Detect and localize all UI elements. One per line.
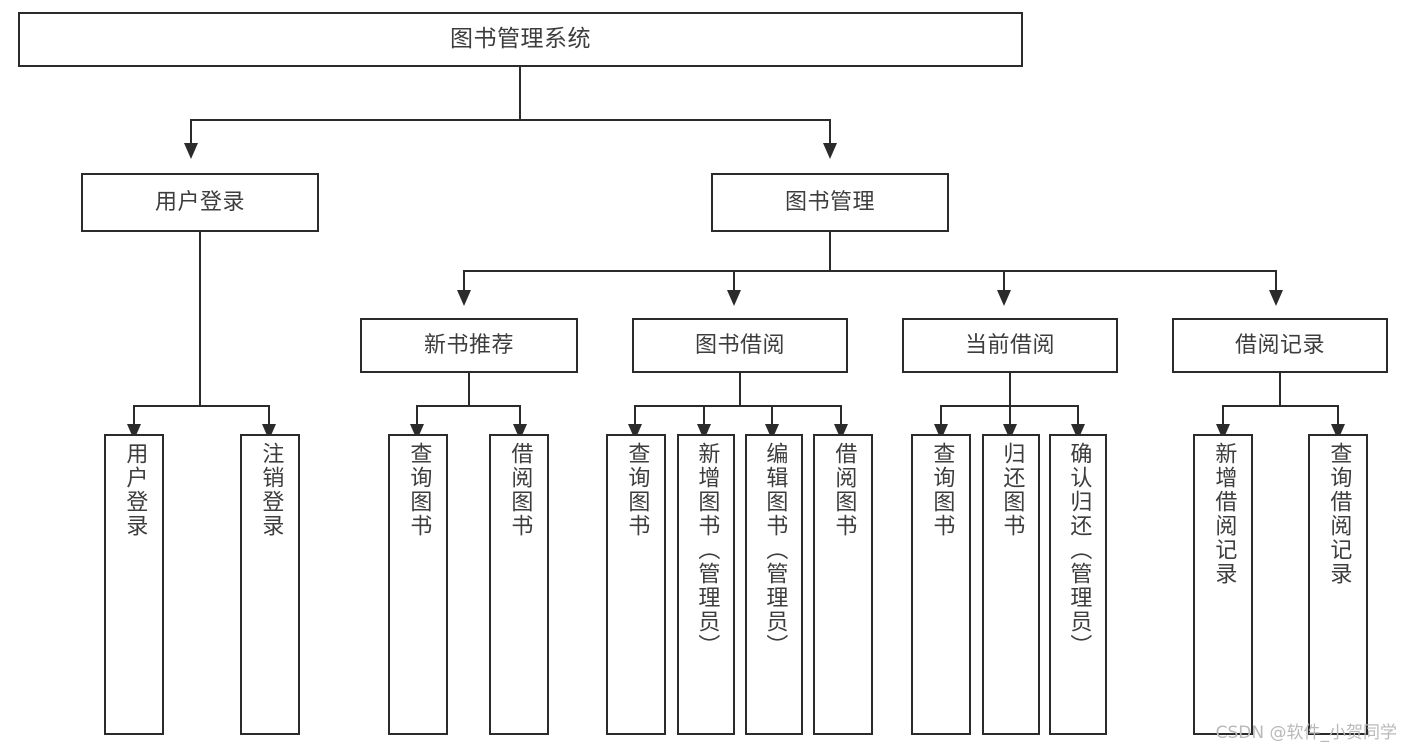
leaf-borrow-book-borrow[interactable]: 借阅图书 xyxy=(813,434,873,735)
leaf-query-borrow-record[interactable]: 查询借阅记录 xyxy=(1308,434,1368,735)
connector-root-stem xyxy=(519,67,521,120)
leaf-add-book-admin[interactable]: 新增图书（管理员） xyxy=(677,434,735,735)
node-current-borrow-label: 当前借阅 xyxy=(964,332,1055,358)
connector-l3-drop-1 xyxy=(463,270,465,294)
connector-user-login-drop-1 xyxy=(133,405,135,428)
leaf-borrow-book-recommend-label: 借阅图书 xyxy=(507,442,533,538)
node-book-management-label: 图书管理 xyxy=(784,189,875,215)
leaf-confirm-return-admin-label: 确认归还（管理员） xyxy=(1066,442,1092,658)
connector-new-book-drop-2 xyxy=(519,405,521,428)
connector-current-borrow-stem xyxy=(1009,373,1011,406)
node-root[interactable]: 图书管理系统 xyxy=(18,12,1023,67)
node-root-label: 图书管理系统 xyxy=(450,26,591,53)
connector-book-borrow-stem xyxy=(739,373,741,406)
connector-l3-drop-4 xyxy=(1275,270,1277,294)
connector-current-borrow-drop-2 xyxy=(1009,405,1011,428)
leaf-user-login-label: 用户登录 xyxy=(122,442,148,538)
connector-root-drop-right xyxy=(829,119,831,145)
connector-book-management-bus xyxy=(463,270,1277,272)
leaf-return-book-label: 归还图书 xyxy=(999,442,1025,538)
connector-book-borrow-drop-1 xyxy=(634,405,636,428)
node-new-book-recommend-label: 新书推荐 xyxy=(423,332,514,358)
connector-user-login-stem xyxy=(199,232,201,406)
connector-current-borrow-drop-3 xyxy=(1077,405,1079,428)
connector-book-borrow-drop-2 xyxy=(703,405,705,428)
leaf-query-book-recommend-label: 查询图书 xyxy=(406,442,432,538)
leaf-edit-book-admin[interactable]: 编辑图书（管理员） xyxy=(745,434,803,735)
leaf-query-book-current-label: 查询图书 xyxy=(929,442,955,538)
connector-new-book-stem xyxy=(468,373,470,406)
leaf-query-book-borrow[interactable]: 查询图书 xyxy=(606,434,666,735)
connector-borrow-record-bus xyxy=(1222,405,1339,407)
leaf-logout-label: 注销登录 xyxy=(258,442,284,538)
leaf-query-book-recommend[interactable]: 查询图书 xyxy=(388,434,448,735)
connector-book-borrow-drop-3 xyxy=(771,405,773,428)
node-borrow-record[interactable]: 借阅记录 xyxy=(1172,318,1388,373)
node-new-book-recommend[interactable]: 新书推荐 xyxy=(360,318,578,373)
arrowhead-to-new-book xyxy=(457,290,471,306)
arrowhead-to-user-login xyxy=(184,143,198,159)
arrowhead-to-book-manage xyxy=(823,143,837,159)
connector-book-borrow-bus xyxy=(634,405,842,407)
leaf-add-borrow-record[interactable]: 新增借阅记录 xyxy=(1193,434,1253,735)
leaf-add-book-admin-label: 新增图书（管理员） xyxy=(694,442,720,658)
connector-current-borrow-drop-1 xyxy=(940,405,942,428)
connector-borrow-record-stem xyxy=(1279,373,1281,406)
node-book-borrow[interactable]: 图书借阅 xyxy=(632,318,848,373)
leaf-edit-book-admin-label: 编辑图书（管理员） xyxy=(762,442,788,658)
leaf-add-borrow-record-label: 新增借阅记录 xyxy=(1211,442,1237,586)
connector-root-bus xyxy=(190,119,831,121)
connector-book-management-stem xyxy=(829,232,831,271)
connector-l3-drop-2 xyxy=(733,270,735,294)
leaf-query-borrow-record-label: 查询借阅记录 xyxy=(1326,442,1352,586)
connector-borrow-record-drop-2 xyxy=(1337,405,1339,428)
leaf-borrow-book-borrow-label: 借阅图书 xyxy=(831,442,857,538)
connector-new-book-bus xyxy=(416,405,521,407)
connector-new-book-drop-1 xyxy=(416,405,418,428)
leaf-query-book-borrow-label: 查询图书 xyxy=(624,442,650,538)
connector-borrow-record-drop-1 xyxy=(1222,405,1224,428)
connector-root-drop-left xyxy=(190,119,192,145)
connector-user-login-drop-2 xyxy=(268,405,270,428)
leaf-borrow-book-recommend[interactable]: 借阅图书 xyxy=(489,434,549,735)
watermark-text: CSDN @软件_小贺同学 xyxy=(1215,723,1397,743)
node-current-borrow[interactable]: 当前借阅 xyxy=(902,318,1118,373)
arrowhead-to-borrow-record xyxy=(1269,290,1283,306)
leaf-logout[interactable]: 注销登录 xyxy=(240,434,300,735)
leaf-user-login[interactable]: 用户登录 xyxy=(104,434,164,735)
leaf-confirm-return-admin[interactable]: 确认归还（管理员） xyxy=(1049,434,1107,735)
arrowhead-to-current-borrow xyxy=(997,290,1011,306)
node-borrow-record-label: 借阅记录 xyxy=(1234,332,1325,358)
arrowhead-to-book-borrow xyxy=(727,290,741,306)
connector-book-borrow-drop-4 xyxy=(840,405,842,428)
node-book-borrow-label: 图书借阅 xyxy=(694,332,785,358)
leaf-query-book-current[interactable]: 查询图书 xyxy=(911,434,971,735)
node-user-login-label: 用户登录 xyxy=(154,189,245,215)
connector-l3-drop-3 xyxy=(1003,270,1005,294)
connector-user-login-bus xyxy=(133,405,269,407)
node-user-login[interactable]: 用户登录 xyxy=(81,173,319,232)
node-book-management[interactable]: 图书管理 xyxy=(711,173,949,232)
leaf-return-book[interactable]: 归还图书 xyxy=(982,434,1040,735)
